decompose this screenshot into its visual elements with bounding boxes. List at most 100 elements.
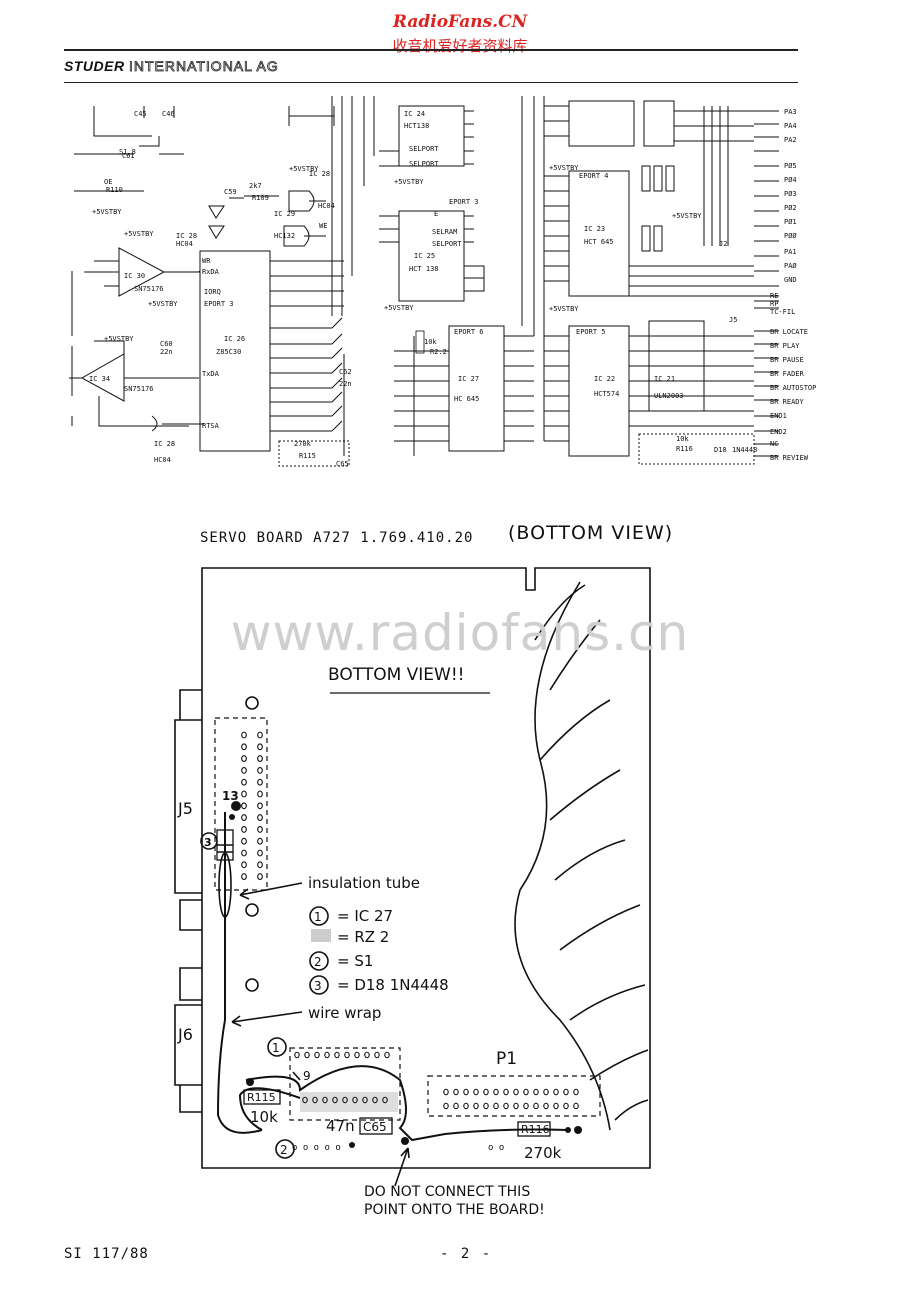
pin-13-label: 13 bbox=[222, 789, 239, 803]
svg-text:IC 30: IC 30 bbox=[124, 272, 145, 280]
ic27-mark: 1 bbox=[272, 1041, 280, 1055]
svg-text:IC 23: IC 23 bbox=[584, 225, 605, 233]
p1-pin-hole bbox=[503, 1102, 509, 1110]
svg-text:WE: WE bbox=[319, 222, 327, 230]
ic27-pin-hole bbox=[342, 1096, 348, 1104]
svg-text:IC 28: IC 28 bbox=[309, 170, 330, 178]
ic27-pin-hole bbox=[334, 1051, 340, 1059]
j5-pin-hole bbox=[257, 755, 263, 763]
svg-text:J2: J2 bbox=[719, 240, 727, 248]
ic27-pin-hole bbox=[332, 1096, 338, 1104]
svg-text:EPORT 3: EPORT 3 bbox=[449, 198, 479, 206]
svg-text:PØ5: PØ5 bbox=[784, 162, 797, 170]
watermark-brand: RadioFans.CN bbox=[392, 12, 528, 32]
header-underline bbox=[64, 82, 798, 83]
legend-text-1: = IC 27 bbox=[337, 907, 393, 925]
svg-text:PA2: PA2 bbox=[784, 136, 797, 144]
ic27-pin-hole bbox=[324, 1051, 330, 1059]
p1-pin-hole bbox=[543, 1102, 549, 1110]
j5-pin-hole bbox=[241, 825, 247, 833]
p1-pin-hole bbox=[573, 1102, 579, 1110]
legend-mark-3: 2 bbox=[314, 955, 322, 969]
svg-text:BR READY: BR READY bbox=[770, 398, 805, 406]
svg-text:IC 28: IC 28 bbox=[176, 232, 197, 240]
svg-text:HC132: HC132 bbox=[274, 232, 295, 240]
svg-text:+5VSTBY: +5VSTBY bbox=[672, 212, 702, 220]
legend-text-2: = RZ 2 bbox=[337, 928, 389, 946]
svg-text:IC 34: IC 34 bbox=[89, 375, 110, 383]
p1-pin-hole bbox=[473, 1102, 479, 1110]
p1-pin-hole bbox=[573, 1088, 579, 1096]
svg-text:C45: C45 bbox=[134, 110, 147, 118]
pin-9-label: 9 bbox=[303, 1069, 311, 1083]
p1-pin-hole bbox=[523, 1088, 529, 1096]
p1-pin-hole bbox=[563, 1088, 569, 1096]
ic27-pin-hole bbox=[354, 1051, 360, 1059]
svg-text:S1.8: S1.8 bbox=[119, 148, 136, 156]
svg-text:IC 24: IC 24 bbox=[404, 110, 425, 118]
warning-line-1: DO NOT CONNECT THIS bbox=[364, 1184, 530, 1200]
legend-text-4: = D18 1N4448 bbox=[337, 976, 449, 994]
svg-text:RxDA: RxDA bbox=[202, 268, 220, 276]
svg-text:TC-FIL: TC-FIL bbox=[770, 308, 795, 316]
p1-pin-hole bbox=[463, 1088, 469, 1096]
svg-text:RP: RP bbox=[770, 300, 778, 308]
warning-line-2: POINT ONTO THE BOARD! bbox=[364, 1202, 545, 1218]
svg-text:+5VSTBY: +5VSTBY bbox=[92, 208, 122, 216]
svg-text:PØØ: PØØ bbox=[784, 232, 797, 240]
ic27-pin-hole bbox=[382, 1096, 388, 1104]
r116-label: R116 bbox=[521, 1123, 550, 1136]
svg-text:C60: C60 bbox=[160, 340, 173, 348]
svg-text:+5VSTBY: +5VSTBY bbox=[289, 165, 319, 173]
brand-rest: INTERNATIONAL AG bbox=[128, 58, 279, 75]
j5-pin-hole bbox=[241, 731, 247, 739]
s1-mark: 2 bbox=[280, 1143, 288, 1157]
ic27-pin-hole bbox=[314, 1051, 320, 1059]
svg-text:PØ4: PØ4 bbox=[784, 176, 797, 184]
insulation-tube-label: insulation tube bbox=[308, 874, 420, 892]
legend-mark-1: 1 bbox=[314, 910, 322, 924]
svg-text:EPORT 4: EPORT 4 bbox=[579, 172, 609, 180]
svg-text:END1: END1 bbox=[770, 412, 787, 420]
svg-text:SN75176: SN75176 bbox=[134, 285, 164, 293]
p1-pin-hole bbox=[533, 1088, 539, 1096]
ic27-pin-hole bbox=[374, 1051, 380, 1059]
board-view-tag: (BOTTOM VIEW) bbox=[508, 522, 674, 544]
p1-pin-hole bbox=[563, 1102, 569, 1110]
svg-text:10k: 10k bbox=[424, 338, 437, 346]
p1-pin-hole bbox=[463, 1102, 469, 1110]
j5-pin-hole bbox=[257, 743, 263, 751]
svg-text:R110: R110 bbox=[106, 186, 123, 194]
svg-text:PA4: PA4 bbox=[784, 122, 797, 130]
svg-text:22n: 22n bbox=[160, 348, 173, 356]
svg-text:C46: C46 bbox=[162, 110, 175, 118]
ic27-pin-hole bbox=[304, 1051, 310, 1059]
j5-pin-hole bbox=[241, 861, 247, 869]
j5-pin-hole bbox=[241, 778, 247, 786]
svg-text:IC 22: IC 22 bbox=[594, 375, 615, 383]
p1-pin-hole bbox=[553, 1102, 559, 1110]
r116-value: 270k bbox=[524, 1144, 562, 1162]
ic27-pin-hole bbox=[312, 1096, 318, 1104]
j5-pin-hole bbox=[241, 755, 247, 763]
svg-text:SELPORT: SELPORT bbox=[409, 145, 439, 153]
p1-pin-hole bbox=[453, 1102, 459, 1110]
p1-pin-hole bbox=[483, 1102, 489, 1110]
p1-extra-pins: o o bbox=[488, 1143, 504, 1153]
j5-pin-hole bbox=[241, 802, 247, 810]
svg-text:270k: 270k bbox=[294, 440, 312, 448]
svg-text:TxDA: TxDA bbox=[202, 370, 220, 378]
svg-text:22n: 22n bbox=[339, 380, 352, 388]
ic27-pin-hole bbox=[372, 1096, 378, 1104]
ic27-pin-hole bbox=[344, 1051, 350, 1059]
legend-text-3: = S1 bbox=[337, 952, 373, 970]
p1-pin-hole bbox=[513, 1102, 519, 1110]
ic27-pin-hole bbox=[294, 1051, 300, 1059]
j5-pin-hole bbox=[257, 802, 263, 810]
svg-text:EPORT 3: EPORT 3 bbox=[204, 300, 234, 308]
wire-wrap-label: wire wrap bbox=[308, 1004, 381, 1022]
svg-text:C59: C59 bbox=[224, 188, 237, 196]
svg-text:IC 28: IC 28 bbox=[154, 440, 175, 448]
svg-text:HCT138: HCT138 bbox=[404, 122, 429, 130]
